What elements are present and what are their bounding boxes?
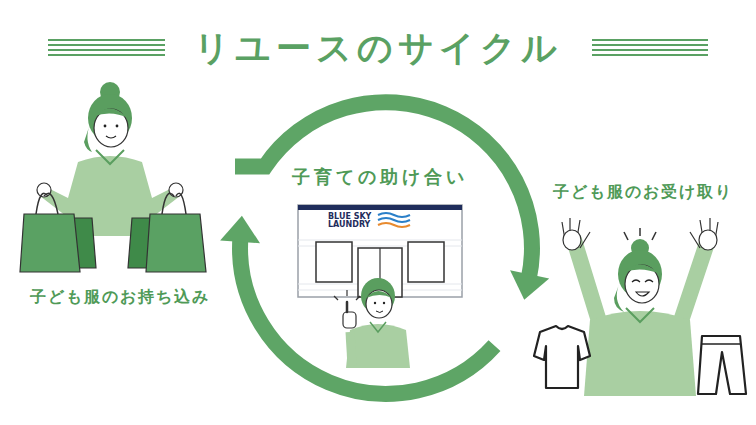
cheering-woman — [698, 336, 746, 394]
title-stripes — [592, 49, 708, 51]
cheering-woman — [625, 265, 659, 303]
staff-person — [343, 312, 356, 328]
cheering-woman — [702, 343, 740, 345]
cheering-woman — [682, 240, 708, 318]
title-stripes — [48, 54, 165, 56]
step-caption: 子育ての助け合い — [292, 165, 468, 189]
cheering-woman — [624, 232, 628, 240]
step-caption: 子ども服のお受け取り — [553, 182, 733, 203]
staff-person — [346, 302, 349, 312]
cheering-woman — [632, 280, 653, 282]
staff-person — [334, 296, 338, 300]
laundry-shop — [378, 223, 410, 227]
cycle-arrow — [235, 102, 549, 300]
laundry-shop — [408, 242, 444, 282]
staff-person — [356, 296, 360, 300]
laundry-shop — [316, 242, 352, 282]
cheering-woman — [584, 311, 696, 396]
staff-person — [334, 278, 410, 368]
woman-with-bags — [84, 124, 92, 152]
woman-with-bags — [20, 82, 206, 272]
staff-person — [374, 302, 376, 304]
woman-with-bags — [94, 109, 128, 147]
cycle-arrow — [220, 216, 494, 394]
cheering-woman — [639, 228, 641, 236]
staff-person — [383, 302, 385, 304]
staff-person — [366, 290, 392, 318]
cheering-woman — [699, 230, 717, 250]
shop-node: 子育ての助け合いBLUE SKY LAUNDRY — [298, 205, 462, 297]
cheering-woman — [562, 218, 718, 250]
cheering-woman — [624, 264, 660, 274]
cycle-arc — [235, 102, 532, 278]
title-stripes — [592, 54, 708, 56]
woman-with-bags — [116, 125, 119, 128]
cheering-woman — [534, 218, 746, 396]
laundry-shop — [298, 240, 462, 241]
staff-person — [334, 290, 360, 300]
cheering-woman — [574, 240, 598, 318]
arrow-head — [220, 216, 260, 243]
woman-with-bags — [96, 150, 124, 164]
cheering-woman — [652, 232, 656, 240]
staff-person — [350, 332, 352, 366]
title-stripes — [48, 44, 165, 46]
woman-with-bags — [94, 108, 128, 118]
shop-sign: BLUE SKY LAUNDRY — [328, 213, 378, 230]
laundry-shop — [378, 218, 410, 222]
woman-with-bags — [146, 214, 206, 272]
step-node: 子ども服のお受け取り — [535, 180, 750, 398]
laundry-shop — [378, 213, 410, 227]
woman-with-bags — [104, 125, 107, 128]
arrow-head — [510, 270, 549, 300]
woman-with-bags — [106, 136, 116, 138]
title-stripes — [48, 39, 165, 41]
title-stripes — [48, 49, 165, 51]
title-stripes — [592, 44, 708, 46]
diagram-title: リユースのサイクル — [194, 25, 562, 72]
cycle-arc — [240, 238, 494, 394]
woman-with-bags — [20, 214, 80, 272]
step-caption: 子ども服のお持ち込み — [30, 287, 210, 308]
laundry-shop — [298, 205, 462, 210]
step-node: 子ども服のお持ち込み — [15, 85, 235, 313]
cheering-woman — [614, 282, 624, 312]
staff-person — [370, 322, 386, 332]
staff-person — [346, 324, 410, 368]
staff-person — [366, 291, 392, 298]
staff-person — [376, 311, 383, 313]
cheering-woman — [636, 292, 649, 296]
title-stripes — [592, 39, 708, 41]
cheering-woman — [563, 230, 581, 250]
cheering-woman — [534, 326, 590, 388]
laundry-shop — [378, 213, 410, 217]
cheering-woman — [626, 308, 654, 322]
woman-with-bags — [162, 193, 186, 214]
cheering-woman — [624, 228, 656, 240]
woman-with-bags — [36, 193, 58, 214]
staff-person — [346, 290, 347, 296]
